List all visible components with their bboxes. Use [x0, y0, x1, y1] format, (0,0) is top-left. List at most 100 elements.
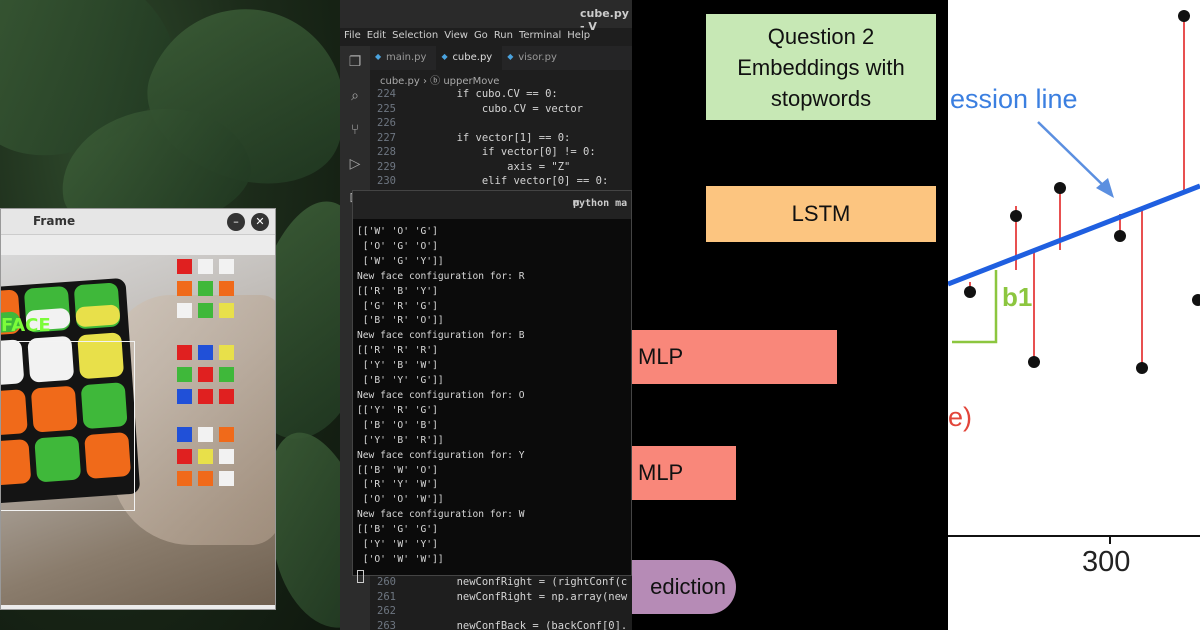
terminal-line: ['B' 'Y' 'G']] — [357, 375, 444, 387]
terminal-line: ['R' 'Y' 'W'] — [357, 479, 438, 491]
editor-tabs: main.py cube.py visor.py — [370, 46, 632, 70]
mlp-block-2: MLP — [632, 446, 736, 500]
frame-window[interactable]: Frame – ✕ — [0, 208, 276, 610]
terminal-line: ['O' 'O' 'W']] — [357, 494, 444, 506]
menu-selection[interactable]: Selection — [392, 30, 439, 41]
code-line[interactable]: 226 — [370, 117, 632, 132]
run-debug-icon[interactable]: ▷ — [349, 156, 361, 172]
data-point — [1010, 210, 1022, 222]
terminal-line: New face configuration for: W — [357, 509, 525, 521]
terminal-line: New face configuration for: Y — [357, 449, 525, 461]
question-block: Question 2 Embeddings with stopwords — [706, 14, 936, 120]
terminal-icon: ⊟ — [573, 198, 580, 209]
search-icon[interactable]: ⌕ — [351, 88, 359, 104]
regression-line — [948, 183, 1200, 287]
menu-terminal[interactable]: Terminal — [519, 30, 562, 41]
line-number: 225 — [377, 102, 396, 115]
terminal-cursor — [357, 569, 364, 583]
annotation-arrow — [1037, 121, 1109, 191]
terminal-title: python ma — [573, 198, 628, 209]
editor-title: cube.py - V — [580, 7, 629, 33]
terminal-line: ['O' 'W' 'W']] — [357, 553, 444, 565]
terminal-line: ['G' 'R' 'G'] — [357, 300, 438, 312]
line-number: 262 — [377, 605, 396, 617]
line-number: 224 — [377, 88, 396, 100]
line-number: 229 — [377, 160, 396, 173]
minimize-icon[interactable]: – — [227, 213, 245, 231]
regression-line-label: ession line — [950, 84, 1078, 114]
face-label: FACE — [1, 315, 51, 336]
terminal-line: [['W' 'O' 'G'] — [357, 226, 438, 237]
code-text: newConfRight = (rightConf(c — [406, 576, 628, 588]
terminal-titlebar[interactable]: ⊟ python ma — [353, 191, 631, 219]
code-line[interactable]: 228 if vector[0] != 0: — [370, 146, 632, 161]
code-line[interactable]: 225 cubo.CV = vector — [370, 103, 632, 118]
menu-run[interactable]: Run — [493, 30, 513, 41]
terminal-line: [['Y' 'R' 'G'] — [357, 404, 438, 416]
data-point — [1054, 182, 1066, 194]
terminal-line: ['B' 'O' 'B'] — [357, 419, 438, 431]
terminal-line: [['R' 'R' 'R'] — [357, 345, 438, 357]
mlp-block-1: MLP — [632, 330, 837, 384]
code-line[interactable]: 260 newConfRight = (rightConf(c — [370, 576, 632, 591]
frame-titlebar[interactable]: Frame – ✕ — [1, 209, 275, 235]
terminal-line: New face configuration for: B — [357, 330, 525, 342]
source-control-icon[interactable]: ⑂ — [350, 122, 360, 138]
detection-box — [1, 341, 135, 511]
menu-help[interactable]: Help — [567, 30, 591, 41]
menu-go[interactable]: Go — [473, 30, 488, 41]
terminal-line: ['Y' 'B' 'R']] — [357, 434, 444, 446]
prediction-block: ediction — [632, 560, 736, 614]
close-icon[interactable]: ✕ — [251, 213, 269, 231]
menu-view[interactable]: View — [444, 30, 468, 41]
code-text: if vector[1] == 0: — [406, 131, 571, 144]
terminal-line: ['O' 'G' 'O'] — [357, 240, 438, 252]
code-text: cubo.CV = vector — [406, 102, 584, 115]
tab-visor-py[interactable]: visor.py — [502, 46, 567, 70]
question-line-3: stopwords — [770, 85, 872, 111]
x-tick-label: 300 — [1082, 546, 1131, 578]
code-line[interactable]: 261 newConfRight = np.array(new — [370, 591, 632, 606]
terminal-line: ['Y' 'B' 'W'] — [357, 360, 438, 372]
code-text: newConfRight = np.array(new — [406, 590, 628, 603]
breadcrumb[interactable]: cube.py › ⓑ upperMove — [380, 76, 500, 87]
code-line[interactable]: 263 newConfBack = (backConf[0]. — [370, 620, 632, 630]
explorer-icon[interactable]: ❐ — [348, 54, 362, 70]
code-line[interactable]: 229 axis = "Z" — [370, 161, 632, 176]
code-text: if cubo.CV == 0: — [406, 88, 558, 100]
data-point — [964, 286, 976, 298]
terminal-output[interactable]: [['W' 'O' 'G'] ['O' 'G' 'O'] ['W' 'G' 'Y… — [353, 219, 631, 587]
code-editor[interactable]: 224 if cubo.CV == 0:225 cubo.CV = vector… — [370, 88, 632, 204]
code-line[interactable]: 262 — [370, 605, 632, 620]
code-text: axis = "Z" — [406, 160, 571, 173]
terminal-line: ['Y' 'W' 'Y'] — [357, 539, 438, 551]
question-line-1: Question 2 — [767, 23, 875, 49]
question-line-2: Embeddings with — [737, 54, 905, 80]
terminal-line: [['B' 'G' 'G'] — [357, 524, 438, 536]
data-point — [1192, 294, 1200, 306]
code-text: if vector[0] != 0: — [406, 146, 596, 158]
line-number: 260 — [377, 576, 396, 588]
tab-main-py[interactable]: main.py — [370, 46, 436, 70]
tab-cube-py[interactable]: cube.py — [436, 46, 503, 70]
b1-label: b1 — [1002, 282, 1033, 312]
code-text: newConfBack = (backConf[0]. — [406, 619, 628, 630]
data-point — [1136, 362, 1148, 374]
code-line[interactable]: 227 if vector[1] == 0: — [370, 132, 632, 147]
terminal-line: [['R' 'B' 'Y'] — [357, 285, 438, 297]
terminal-window[interactable]: ⊟ python ma [['W' 'O' 'G'] ['O' 'G' 'O']… — [352, 190, 632, 583]
terminal-line: ['B' 'R' 'O']] — [357, 315, 444, 327]
menu-file[interactable]: File — [344, 30, 361, 41]
code-line[interactable]: 230 elif vector[0] == 0: — [370, 175, 632, 190]
line-number: 230 — [377, 175, 396, 187]
code-line[interactable]: 224 if cubo.CV == 0: — [370, 88, 632, 103]
line-number: 226 — [377, 117, 396, 129]
menu-edit[interactable]: Edit — [366, 30, 387, 41]
lstm-block: LSTM — [706, 186, 936, 242]
frame-title: Frame — [33, 214, 76, 228]
arrow-head-icon — [1096, 178, 1114, 198]
code-text: elif vector[0] == 0: — [406, 175, 609, 187]
line-number: 261 — [377, 590, 396, 603]
model-diagram-panel: Question 2 Embeddings with stopwords LST… — [632, 0, 948, 630]
